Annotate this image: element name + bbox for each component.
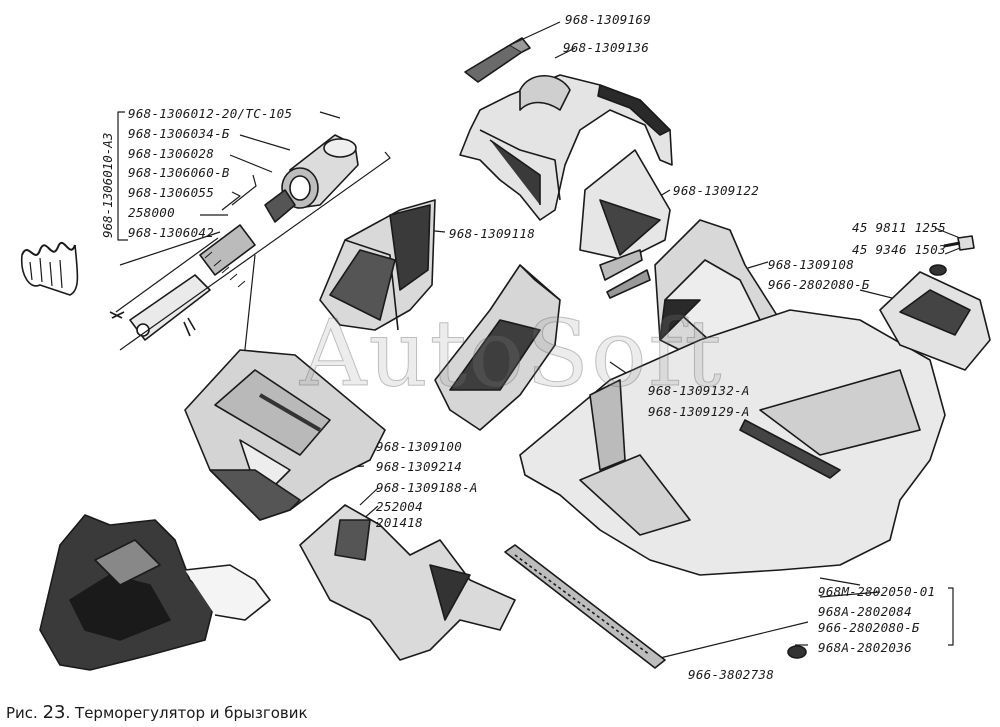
part-floor-plate — [519, 309, 946, 576]
part-mudguard-right — [879, 271, 991, 371]
installed-view — [39, 514, 271, 671]
part-seal-strip — [504, 544, 666, 669]
label-968-1306012: 968-1306012-20/ТС-105 — [128, 106, 293, 121]
caption-title: . Терморегулятор и брызговик — [65, 704, 308, 722]
label-966-2802080-top: 966-2802080-Б — [768, 277, 870, 292]
part-duct-upper-left — [319, 199, 436, 331]
caption-number: 23 — [42, 702, 66, 723]
part-flap-right — [579, 149, 671, 299]
label-968-1309100: 968-1309100 — [376, 439, 463, 454]
label-968-1309118: 968-1309118 — [449, 226, 536, 241]
part-bolt — [929, 235, 975, 276]
label-45-9811-1255: 45 9811 1255 — [852, 220, 946, 235]
label-968-1306042: 968-1306042 — [128, 225, 215, 240]
label-968-1306060: 968-1306060-В — [128, 165, 230, 180]
label-968-1309188: 968-1309188-А — [376, 480, 478, 495]
part-splash-shield-left — [299, 504, 516, 661]
part-heater-box — [184, 349, 386, 521]
label-968-1309136: 968-1309136 — [563, 40, 650, 55]
part-heater-casing-top — [459, 74, 673, 221]
label-45-9346-1503: 45 9346 1503 — [852, 242, 946, 257]
label-258000: 258000 — [128, 205, 175, 220]
label-968-1309169: 968-1309169 — [565, 12, 652, 27]
label-968M-2802050: 968М-2802050-01 — [818, 584, 936, 599]
label-968-1309214: 968-1309214 — [376, 459, 463, 474]
label-968-1309108: 968-1309108 — [768, 257, 855, 272]
label-968-1306028: 968-1306028 — [128, 146, 215, 161]
label-968-1309132: 968-1309132-А — [648, 383, 750, 398]
label-201418: 201418 — [376, 515, 423, 530]
part-thermostat-assembly — [109, 134, 359, 341]
watermark: AutoSoft — [300, 300, 724, 408]
part-bracket-small — [464, 37, 531, 83]
part-spring — [20, 241, 79, 296]
label-968-1306010: 968-1306010-А3 — [100, 132, 115, 238]
figure-caption: Рис. 23. Терморегулятор и брызговик — [6, 702, 308, 723]
label-968-1306055: 968-1306055 — [128, 185, 215, 200]
leader-lines — [115, 21, 961, 659]
label-966-3802738: 966-3802738 — [688, 667, 775, 682]
caption-prefix: Рис. — [6, 704, 38, 722]
part-grommet — [787, 645, 807, 659]
label-968-1306034: 968-1306034-Б — [128, 126, 230, 141]
label-968A-2802036: 968А-2802036 — [818, 640, 912, 655]
label-968-1309129: 968-1309129-А — [648, 404, 750, 419]
label-968-1309122: 968-1309122 — [673, 183, 760, 198]
label-966-2802080-bottom: 966-2802080-Б — [818, 620, 920, 635]
label-252004: 252004 — [376, 499, 423, 514]
part-duct-middle — [434, 264, 561, 431]
label-968A-2802084: 968А-2802084 — [818, 604, 912, 619]
